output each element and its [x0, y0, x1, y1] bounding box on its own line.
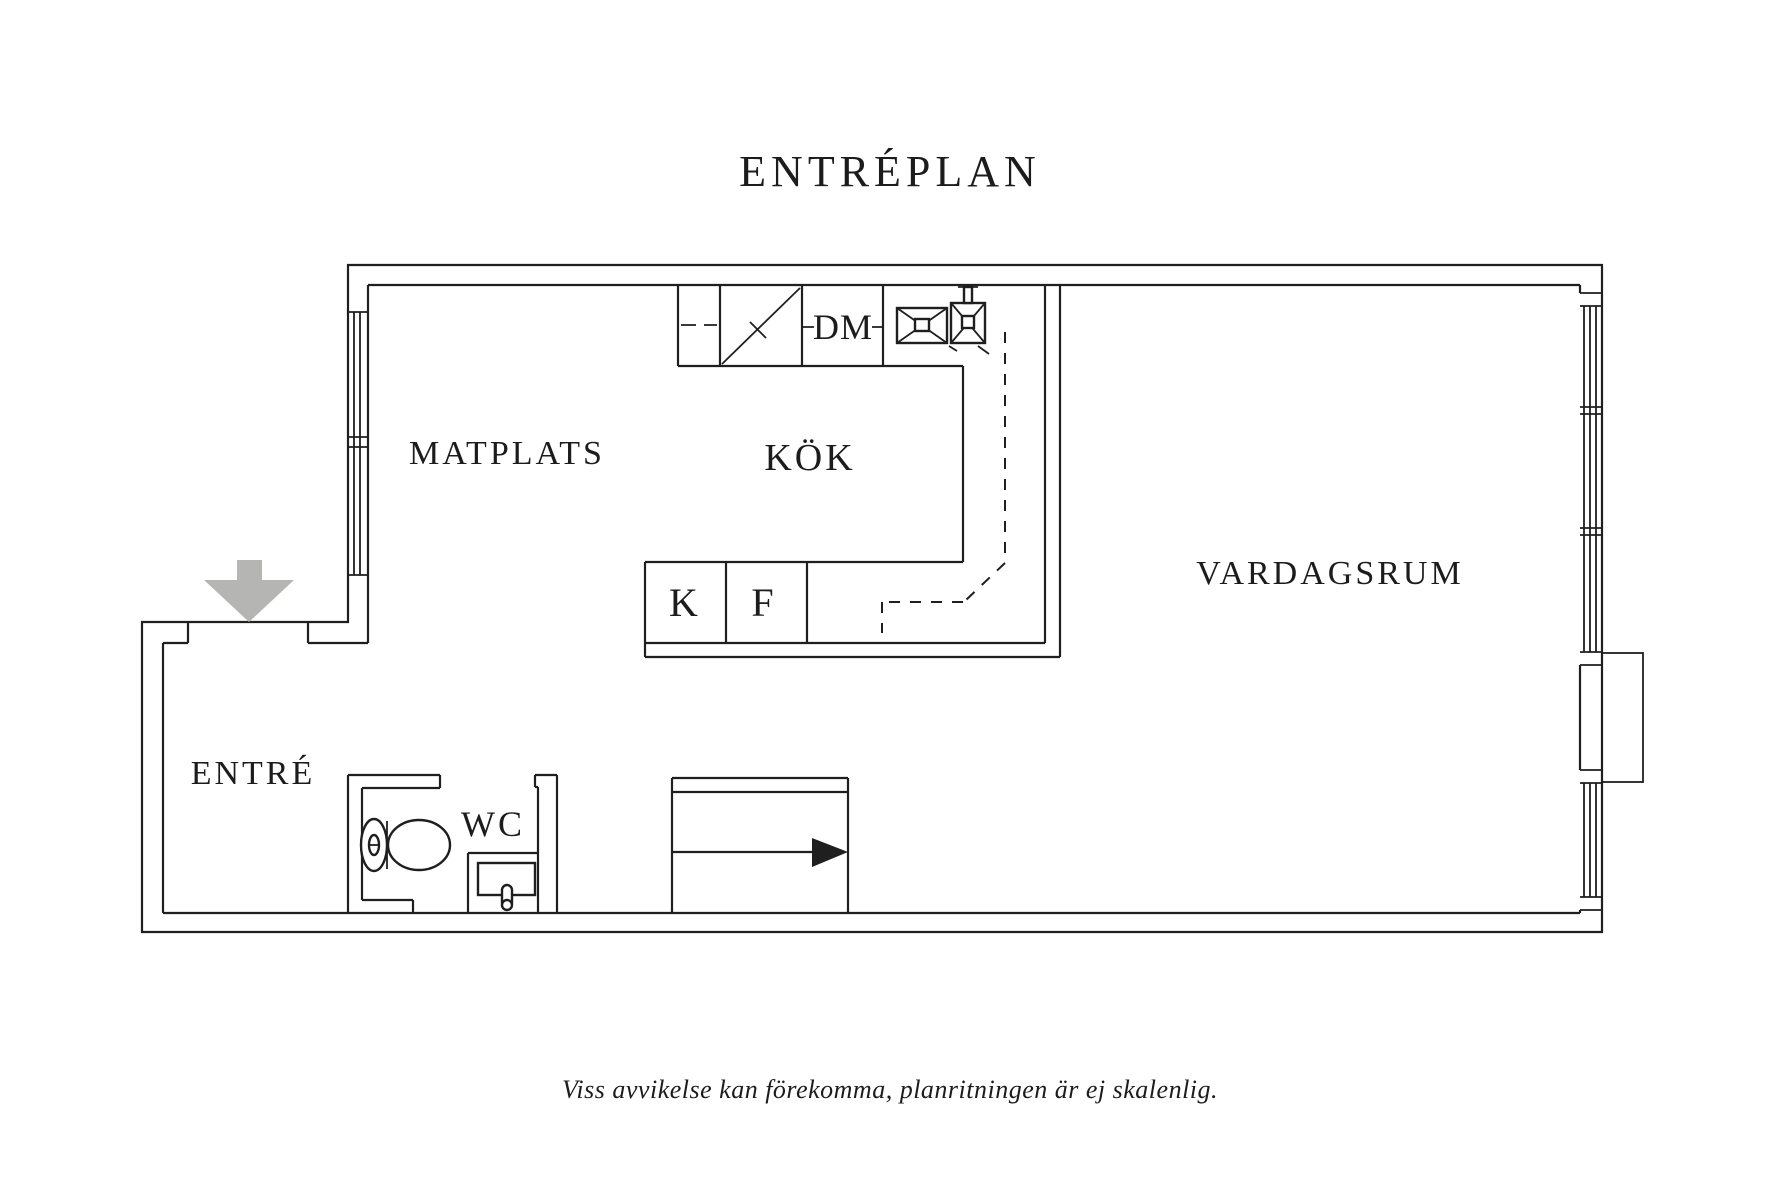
- room-label-kok: KÖK: [764, 437, 855, 479]
- balcony-bay: [1601, 652, 1644, 783]
- window-right-lower: [1580, 769, 1602, 911]
- kitchen-sink-icon: [949, 285, 990, 355]
- window-left-matplats: [348, 311, 368, 576]
- appliance-label-freezer: F: [751, 580, 774, 625]
- stove-icon: [895, 306, 958, 352]
- entry-wall: [163, 285, 370, 645]
- wc-room: [346, 773, 559, 913]
- kitchen-wall-counter: [676, 285, 963, 368]
- outer-wall-line: [140, 263, 1604, 934]
- outer-walls: [140, 263, 1604, 934]
- washbasin-icon: [466, 851, 538, 912]
- wc-north-wall: [348, 773, 442, 790]
- plan-title: ENTRÉPLAN: [739, 147, 1041, 196]
- room-label-matplats: MATPLATS: [409, 435, 605, 472]
- wc-east-wall: [533, 773, 559, 913]
- kitchen-partition-wall: [645, 285, 1062, 659]
- stairs-direction-arrow-icon: [812, 838, 848, 867]
- stairs: [670, 776, 850, 913]
- kitchen-peninsula: [643, 560, 1045, 657]
- room-label-vardagsrum: VARDAGSRUM: [1196, 555, 1463, 592]
- appliance-label-dishwasher: DM: [813, 307, 873, 347]
- appliance-label-fridge: K: [669, 580, 699, 625]
- toilet-icon: [359, 817, 452, 873]
- loft-dashed-line: [881, 332, 1006, 633]
- worktop-diagonal-icon: [721, 287, 801, 365]
- disclaimer-text: Viss avvikelse kan förekomma, planritnin…: [562, 1075, 1218, 1104]
- entry-direction-arrow-icon: [204, 560, 294, 622]
- window-right-upper: [1580, 292, 1602, 666]
- room-label-wc: WC: [461, 804, 525, 844]
- room-label-entre: ENTRÉ: [191, 755, 316, 792]
- kitchen-counters: [643, 285, 1062, 659]
